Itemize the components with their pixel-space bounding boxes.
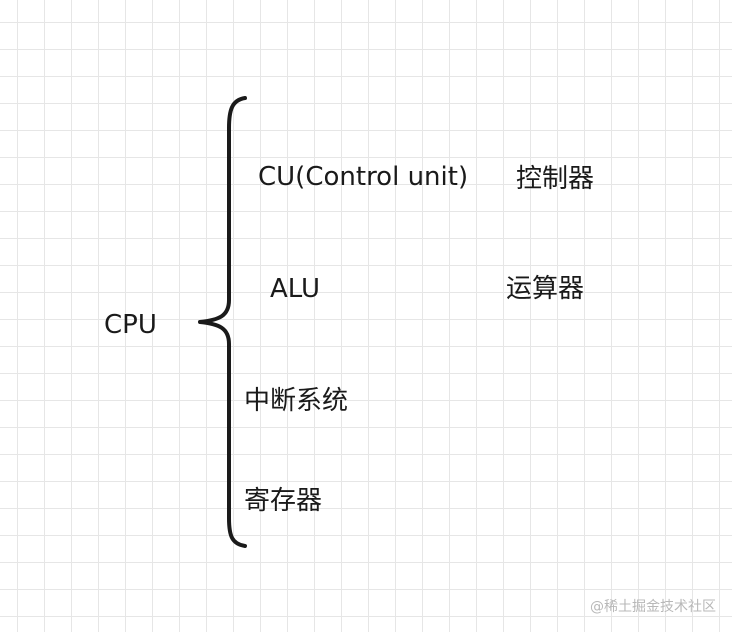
item-desc-cu: 控制器 [516, 164, 595, 194]
item-label-registers: 寄存器 [244, 486, 323, 516]
item-label-cu: CU(Control unit) [258, 162, 469, 192]
item-label-alu: ALU [270, 274, 321, 304]
root-label-cpu: CPU [104, 310, 157, 340]
item-desc-alu: 运算器 [506, 274, 585, 304]
watermark: @稀土掘金技术社区 [590, 599, 716, 615]
item-label-interrupt-system: 中断系统 [244, 386, 349, 416]
